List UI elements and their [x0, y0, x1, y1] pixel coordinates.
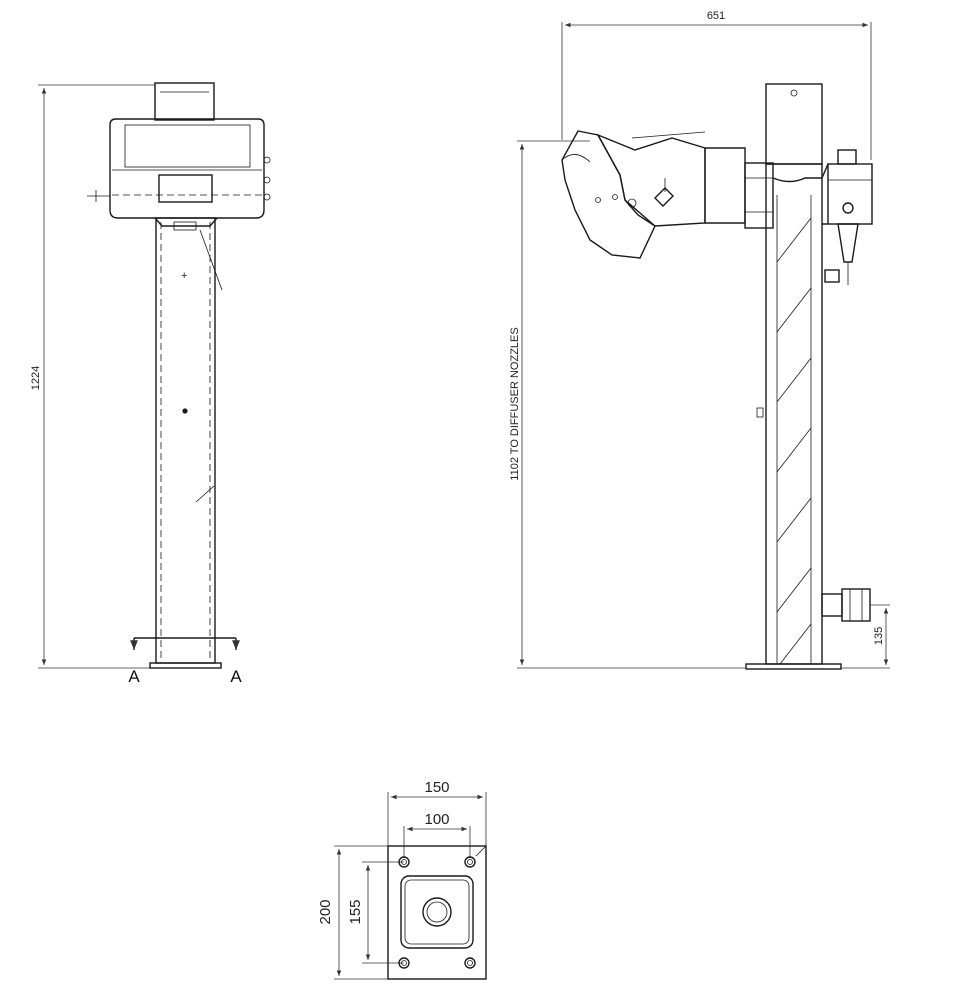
- side-view: 651 1102 TO DIFFUSER NOZZLES: [509, 10, 890, 670]
- housing-panel: [158, 174, 213, 203]
- inlet-height-dimension: 135: [841, 604, 890, 669]
- front-view: 1224 + A: [30, 82, 271, 686]
- inlet-fitting: [841, 588, 871, 622]
- section-label-left: A: [128, 667, 140, 686]
- base-width-dimension: 150: [387, 779, 487, 846]
- side-base-plate: [745, 663, 842, 670]
- head-housing: [109, 118, 265, 219]
- base-height-label: 200: [317, 899, 334, 924]
- column-hatching: [776, 217, 812, 665]
- arm-block: [704, 147, 746, 224]
- mounting-holes: [398, 856, 476, 969]
- base-height-dimension: 200: [317, 845, 388, 980]
- housing-window: [124, 124, 251, 168]
- svg-text:+: +: [181, 270, 187, 282]
- base-plate-outline: [387, 845, 487, 980]
- inlet-stub: [821, 593, 843, 617]
- side-width-dimension: 651: [561, 10, 872, 160]
- nozzle-arm: [596, 133, 706, 227]
- hole-spacing-x-dimension: 100: [403, 811, 471, 858]
- nozzle-height-dimension: 1102 TO DIFFUSER NOZZLES: [509, 140, 745, 669]
- center-hole: [422, 897, 452, 927]
- valve-stem: [837, 223, 859, 263]
- column: [155, 217, 216, 664]
- inlet-height-label: 135: [873, 627, 885, 645]
- wing-nut: [654, 187, 674, 207]
- section-marker: A A: [128, 637, 242, 686]
- side-width-label: 651: [707, 10, 725, 22]
- valve-body: [827, 163, 873, 225]
- front-height-dimension: 1224: [30, 84, 155, 669]
- hole-spacing-x-label: 100: [424, 811, 449, 828]
- front-base-plate: [149, 662, 222, 669]
- top-stub: [154, 82, 215, 121]
- base-width-label: 150: [424, 779, 449, 796]
- hole-spacing-y-label: 155: [347, 899, 364, 924]
- front-height-label: 1224: [30, 366, 42, 390]
- column-footprint: [400, 875, 474, 949]
- base-plate-view: 150 100 200 155: [317, 779, 487, 980]
- nozzle-height-label: 1102 TO DIFFUSER NOZZLES: [509, 327, 521, 480]
- diffuser-nozzle: [561, 130, 656, 259]
- section-label-right: A: [230, 667, 242, 686]
- hole-spacing-y-dimension: 155: [347, 861, 404, 964]
- valve-cap: [837, 149, 857, 165]
- side-column: [765, 163, 823, 665]
- cross-pipe: [744, 162, 774, 229]
